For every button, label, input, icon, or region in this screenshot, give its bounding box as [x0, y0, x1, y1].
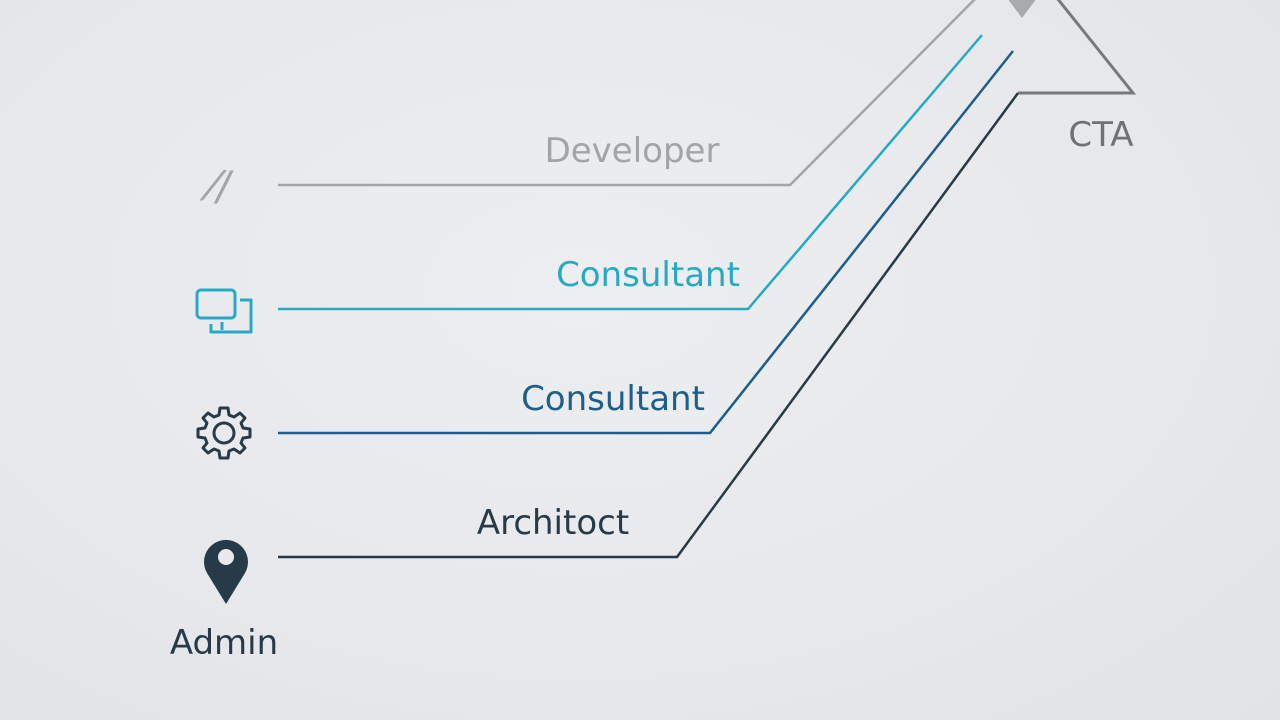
- code-slash-icon: ⁄/: [199, 164, 235, 210]
- consultant-dark-path-line: [278, 50, 1014, 435]
- admin-label: Admin: [170, 623, 278, 663]
- screens-icon: [195, 288, 253, 334]
- developer-path-line: [278, 0, 976, 187]
- developer-label: Developer: [545, 131, 720, 171]
- consultant-light-label: Consultant: [556, 255, 740, 295]
- location-pin-icon: [204, 539, 248, 604]
- gear-icon: [196, 406, 252, 460]
- architect-label: Architoct: [477, 503, 629, 543]
- cta-label: CTA: [1068, 115, 1133, 155]
- peak-top-marker: [1008, 0, 1036, 18]
- peak-triangle-outline: [1018, 0, 1137, 95]
- consultant-light-path-line: [278, 34, 983, 311]
- architect-path-line: [278, 92, 1020, 559]
- cta-peak: [1008, 0, 1137, 95]
- consultant-dark-label: Consultant: [521, 379, 705, 419]
